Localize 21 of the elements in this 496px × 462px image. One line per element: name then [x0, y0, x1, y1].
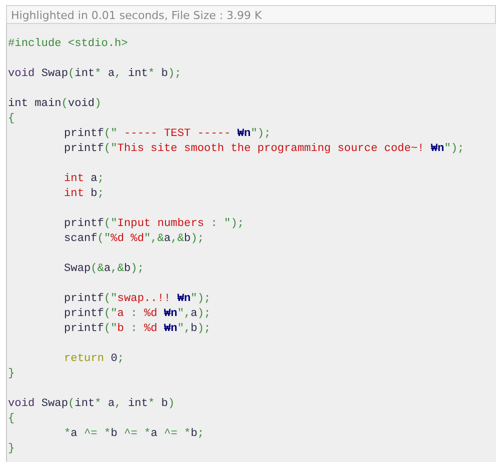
code-line: printf("a : %d ₩n",a);: [64, 307, 211, 321]
code-line: void Swap(int* a, int* b): [8, 397, 175, 411]
code-line: printf("Input numbers : ");: [64, 217, 244, 231]
code-line: }: [8, 367, 15, 381]
code-line: int a;: [64, 172, 104, 186]
code-line: *a ^= *b ^= *a ^= *b;: [64, 427, 204, 441]
code-line: return 0;: [64, 352, 124, 366]
code-line: void Swap(int* a, int* b);: [8, 67, 182, 81]
code-line: scanf("%d %d",&a,&b);: [64, 232, 204, 246]
code-line: #include <stdio.h>: [8, 37, 128, 51]
code-line: }: [8, 442, 15, 456]
header-text: Highlighted in 0.01 seconds, File Size : 3.99 K: [11, 9, 262, 22]
code-line: printf("b : %d ₩n",b);: [64, 322, 211, 336]
code-line: int b;: [64, 187, 104, 201]
code-line: Swap(&a,&b);: [64, 262, 144, 276]
code-line: int main(void): [8, 97, 102, 111]
code-line: {: [8, 412, 15, 426]
code-line: printf("swap..!! ₩n");: [64, 292, 211, 306]
code-line: {: [8, 112, 15, 126]
code-line: printf("This site smooth the programming source code~! ₩n");: [64, 142, 464, 156]
code-line: printf(" ----- TEST ----- ₩n");: [64, 127, 271, 141]
